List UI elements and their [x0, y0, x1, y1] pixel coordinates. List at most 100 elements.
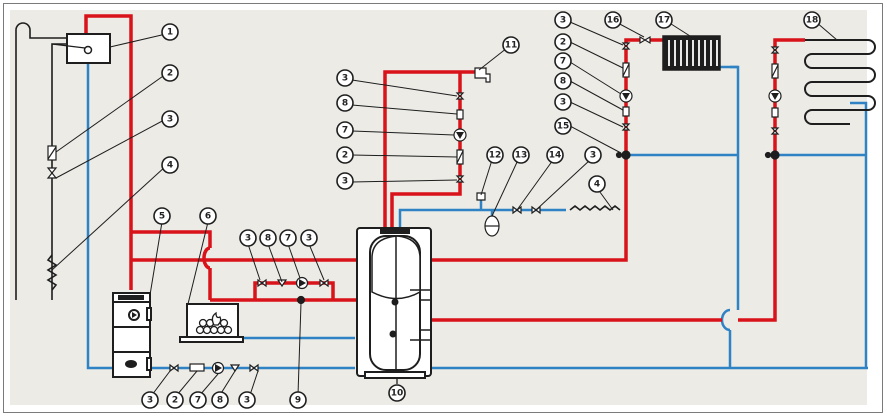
callout-circle: [336, 172, 354, 190]
fireplace-stove: [179, 303, 244, 343]
callout-3: 3: [336, 69, 354, 87]
callout-8: 8: [336, 94, 354, 112]
callout-2: 2: [336, 146, 354, 164]
filter-icon: [189, 363, 205, 372]
callout-circle: [336, 146, 354, 164]
callout-label: 5: [159, 212, 165, 222]
callout-circle: [259, 229, 277, 247]
callout-label: 12: [489, 151, 502, 161]
callout-circle: [554, 72, 572, 90]
callout-17: 17: [655, 11, 673, 29]
callout-3: 3: [239, 229, 257, 247]
valve-icon: [319, 278, 329, 288]
callout-13: 13: [512, 146, 530, 164]
callout-circle: [554, 33, 572, 51]
callout-circle: [486, 146, 504, 164]
callout-3: 3: [584, 146, 602, 164]
callout-circle: [803, 11, 821, 29]
valve-icon: [455, 92, 465, 100]
callout-label: 3: [342, 74, 348, 84]
logs-icon: [195, 311, 233, 335]
callout-12: 12: [486, 146, 504, 164]
callout-circle: [584, 146, 602, 164]
callout-label: 9: [295, 396, 301, 406]
callout-15: 15: [554, 117, 572, 135]
callout-10: 10: [388, 384, 406, 402]
callout-circle: [153, 207, 171, 225]
callout-label: 1: [167, 28, 173, 38]
vent-pipe: [15, 22, 66, 300]
callout-circle: [161, 156, 179, 174]
hot-pipe-control-loop: [84, 14, 133, 290]
cold-pipe-left-return: [86, 62, 115, 370]
callout-circle: [239, 229, 257, 247]
callout-2: 2: [161, 64, 179, 82]
hot-pipe-boiler-supply: [131, 230, 212, 300]
callout-label: 2: [342, 151, 348, 161]
callout-label: 15: [557, 122, 570, 132]
control-unit: [51, 33, 111, 64]
callout-label: 8: [217, 396, 223, 406]
valve-icon: [770, 127, 780, 135]
safety-valve-icon: [476, 192, 486, 201]
callout-label: 7: [342, 126, 348, 136]
callout-circle: [161, 23, 179, 41]
boiler: [112, 292, 152, 378]
callout-circle: [588, 175, 606, 193]
fittings: [169, 35, 782, 375]
valve-icon: [621, 42, 631, 50]
callout-circle: [388, 384, 406, 402]
hot-pipe-radiator-supply: [432, 38, 640, 262]
callout-circle: [161, 64, 179, 82]
callout-18: 18: [803, 11, 821, 29]
callout-label: 17: [658, 16, 671, 26]
callout-8: 8: [211, 391, 229, 409]
callout-circle: [166, 391, 184, 409]
callout-7: 7: [336, 121, 354, 139]
callout-circle: [189, 391, 207, 409]
callout-label: 2: [172, 396, 178, 406]
callout-3: 3: [554, 11, 572, 29]
check-valve-icon: [276, 279, 288, 288]
valve-icon: [455, 175, 465, 183]
callout-7: 7: [189, 391, 207, 409]
check-valve-icon: [229, 364, 241, 373]
callout-label: 16: [607, 16, 620, 26]
check-valve-icon: [622, 106, 630, 117]
callout-8: 8: [259, 229, 277, 247]
leader-lines: [51, 21, 838, 396]
buffer-tank: [356, 227, 432, 384]
cold-pipes: [86, 62, 868, 370]
radiator-valve-icon: [639, 35, 651, 45]
callout-14: 14: [546, 146, 564, 164]
callout-3: 3: [554, 93, 572, 111]
callout-circle: [604, 11, 622, 29]
thermometer-icon: [296, 295, 306, 305]
callout-label: 11: [505, 41, 518, 51]
callout-circle: [336, 121, 354, 139]
callout-label: 3: [245, 234, 251, 244]
callout-label: 3: [590, 151, 596, 161]
callout-label: 18: [806, 16, 819, 26]
callout-circle: [554, 117, 572, 135]
valve-icon: [770, 46, 780, 54]
callout-3: 3: [336, 172, 354, 190]
radiator-fins: [668, 40, 718, 66]
callout-circle: [554, 52, 572, 70]
callout-circle: [279, 229, 297, 247]
callout-3: 3: [161, 110, 179, 128]
callout-label: 7: [560, 57, 566, 67]
callout-circle: [554, 11, 572, 29]
cold-pipe-dhw-supply: [398, 208, 566, 232]
hot-pipe-dhw-riser: [383, 70, 478, 232]
callout-9: 9: [289, 391, 307, 409]
callout-3: 3: [300, 229, 318, 247]
callout-7: 7: [279, 229, 297, 247]
cold-pipe-underfloor-return: [850, 101, 868, 368]
callout-2: 2: [554, 33, 572, 51]
callout-circle: [211, 391, 229, 409]
valve-icon: [257, 278, 267, 288]
callout-1: 1: [161, 23, 179, 41]
callout-label: 3: [244, 396, 250, 406]
